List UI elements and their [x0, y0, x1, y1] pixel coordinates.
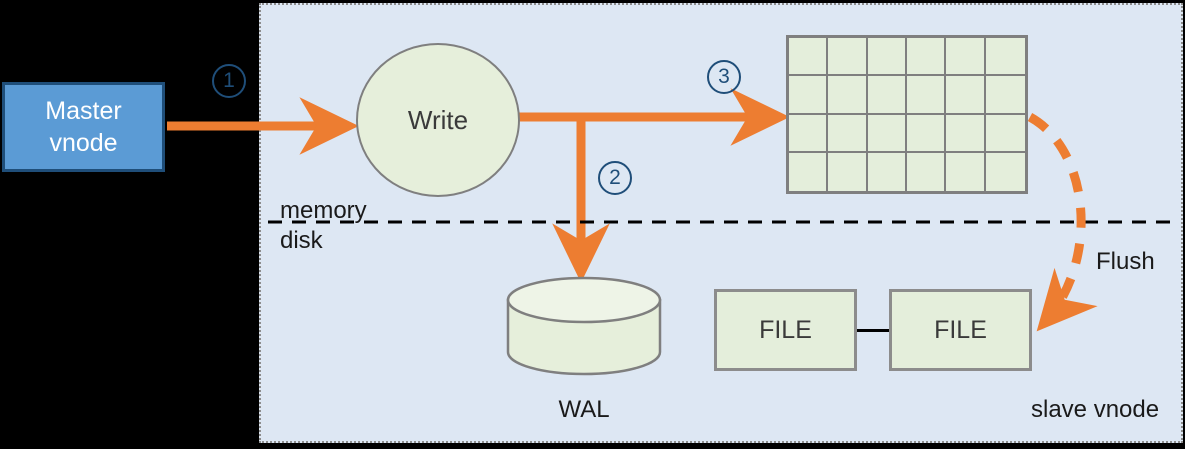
- memtable-cell: [906, 76, 947, 115]
- wal-label: WAL: [558, 396, 610, 423]
- step-badge-2-number: 2: [609, 166, 621, 189]
- step-badge-3-number: 3: [718, 65, 730, 88]
- memtable-cell: [985, 152, 1025, 191]
- memtable-cell: [828, 76, 868, 115]
- write-node-label: Write: [407, 104, 469, 135]
- step-badge-3: 3: [707, 60, 741, 94]
- memtable-cell: [946, 152, 986, 191]
- slave-vnode-label: slave vnode: [1031, 396, 1160, 423]
- memtable-cell: [867, 38, 907, 77]
- memtable-cell: [906, 38, 947, 77]
- file-link-line: [857, 329, 889, 332]
- file-box-2[interactable]: FILE: [889, 289, 1032, 371]
- master-vnode-box[interactable]: Master vnode: [2, 82, 165, 172]
- step-badge-1-number: 1: [223, 69, 235, 92]
- memtable-cell: [985, 76, 1025, 115]
- memtable-cell: [946, 114, 986, 153]
- memtable-cell: [906, 114, 947, 153]
- memtable-cell: [867, 114, 907, 153]
- memtable-cell: [789, 76, 829, 115]
- memtable-cell: [985, 38, 1025, 77]
- step-badge-2: 2: [598, 161, 632, 195]
- write-node[interactable]: Write: [356, 43, 520, 197]
- memtable-cell: [867, 152, 907, 191]
- memtable-cell: [985, 114, 1025, 153]
- file-box-2-label: FILE: [934, 315, 987, 344]
- step-badge-1: 1: [212, 64, 246, 98]
- flush-label: Flush: [1096, 248, 1155, 275]
- disk-tier-label: disk: [280, 227, 323, 254]
- memtable-cell: [828, 114, 868, 153]
- memtable-grid[interactable]: [786, 35, 1028, 194]
- memtable-cell: [789, 114, 829, 153]
- master-vnode-line2: vnode: [49, 129, 118, 157]
- memtable-cell: [867, 76, 907, 115]
- memtable-cell: [789, 152, 829, 191]
- memtable-cell: [828, 38, 868, 77]
- memtable-cell: [946, 76, 986, 115]
- file-box-1-label: FILE: [759, 315, 812, 344]
- memtable-cell: [906, 152, 947, 191]
- memtable-cell: [946, 38, 986, 77]
- memtable-cell: [828, 152, 868, 191]
- master-vnode-line1: Master: [45, 97, 122, 125]
- memory-tier-label: memory: [280, 197, 367, 224]
- memtable-cell: [789, 38, 829, 77]
- file-box-1[interactable]: FILE: [714, 289, 857, 371]
